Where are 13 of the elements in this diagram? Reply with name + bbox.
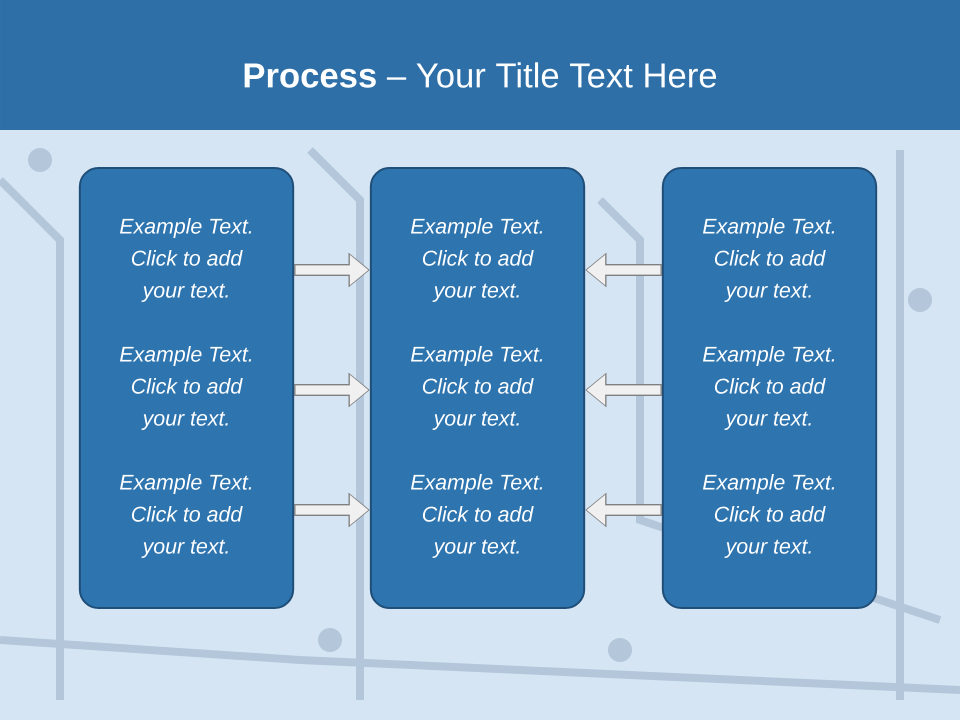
text-panel xyxy=(662,167,878,609)
body-text: Example Text. Click to add your text. xyxy=(120,346,252,430)
text-panel xyxy=(370,167,586,609)
text-panel xyxy=(78,167,294,609)
body-text: Example Text. Click to add your text. xyxy=(410,474,542,558)
body-text: Example Text. Click to add your text. xyxy=(410,346,542,430)
body-text: Example Text. Click to add your text. xyxy=(702,346,834,430)
body-text: Example Text. Click to add your text. xyxy=(120,474,252,558)
body-text: Example Text. Click to add your text. xyxy=(410,218,542,302)
title: Process – Your Title Text Here xyxy=(244,62,716,88)
body-text: Example Text. Click to add your text. xyxy=(702,474,834,558)
body-text: Example Text. Click to add your text. xyxy=(702,218,834,302)
body-text: Example Text. Click to add your text. xyxy=(120,218,252,302)
